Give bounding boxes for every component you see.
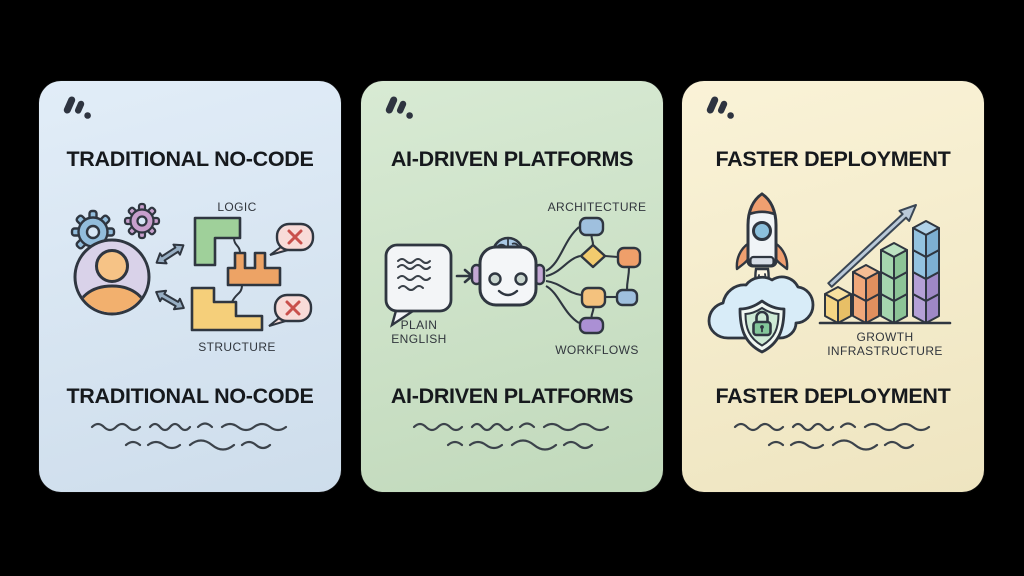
growth-label-line2: INFRASTRUCTURE [827, 344, 943, 358]
block-connector-lines [231, 237, 243, 303]
error-bubble-icon [269, 222, 315, 256]
exchange-arrow-icon [155, 243, 185, 311]
workflows-label: WORKFLOWS [555, 343, 639, 357]
brand-logo-icon [63, 96, 91, 119]
placeholder-text-squiggles [412, 422, 610, 451]
user-avatar-icon [73, 238, 151, 316]
cube-stack-orange [852, 264, 880, 324]
no-code-illustration: LOGIC STRUCTURE [70, 200, 315, 354]
gear-icon [123, 202, 161, 240]
card-title-bottom: TRADITIONAL NO-CODE [66, 384, 314, 408]
cube-stack-yellow [824, 286, 852, 324]
cube-stack-blue-purple [912, 220, 940, 324]
card-title-top: FASTER DEPLOYMENT [715, 147, 951, 171]
plain-english-label-line2: ENGLISH [391, 332, 446, 346]
structure-label: STRUCTURE [198, 340, 276, 354]
growth-chart [818, 204, 952, 325]
flow-node-purple [578, 316, 605, 335]
card-title-bottom: AI-DRIVEN PLATFORMS [390, 384, 634, 408]
error-bubble-icon [268, 293, 313, 327]
placeholder-text-squiggles [90, 422, 288, 451]
flow-node-diamond [579, 243, 607, 269]
ai-platform-illustration: ARCHITECTURE PLAIN ENGLISH WORKFLOWS [384, 200, 647, 357]
logic-block-orange [226, 251, 282, 287]
cube-stack-green [880, 242, 908, 324]
brand-logo-icon [385, 96, 413, 119]
flow-node-amber [580, 286, 607, 309]
architecture-label: ARCHITECTURE [548, 200, 647, 214]
card-title-bottom: FASTER DEPLOYMENT [715, 384, 951, 408]
growth-label-line1: GROWTH [856, 330, 913, 344]
placeholder-text-squiggles [733, 422, 931, 451]
card-traditional-no-code: TRADITIONAL NO-CODE [39, 81, 341, 492]
brand-logo-icon [706, 96, 734, 119]
flow-connector-lines [545, 226, 631, 324]
trend-arrow-icon [827, 204, 917, 288]
plain-english-label-line1: PLAIN [401, 318, 438, 332]
shield-lock-icon [738, 299, 786, 354]
card-title-top: AI-DRIVEN PLATFORMS [390, 147, 634, 171]
card-ai-driven-platforms: AI-DRIVEN PLATFORMS [361, 81, 663, 492]
card-faster-deployment: FASTER DEPLOYMENT [682, 81, 984, 492]
speech-bubble-icon [384, 243, 453, 328]
right-arrow-icon [455, 268, 474, 284]
flow-node-blue [578, 216, 605, 237]
ai-robot-icon [470, 236, 546, 307]
card-title-top: TRADITIONAL NO-CODE [66, 147, 314, 171]
logic-block-green [193, 216, 242, 267]
structure-block-yellow [190, 286, 264, 332]
logic-label: LOGIC [217, 200, 256, 214]
flow-node-blue [615, 288, 639, 307]
deployment-illustration: GROWTH INFRASTRUCTURE [707, 192, 952, 358]
flow-node-orange [616, 246, 642, 269]
